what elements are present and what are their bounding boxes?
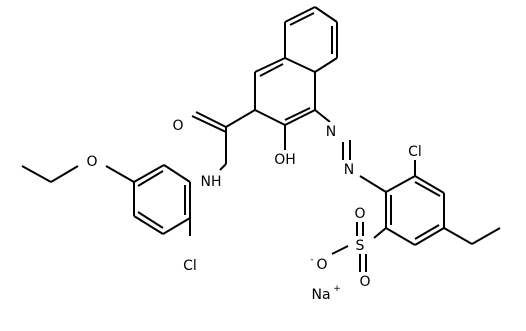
bond [105,165,135,183]
bond [314,109,331,123]
ether-oxygen-label: O [86,154,97,170]
bond [137,211,164,229]
sodium-positive-charge: + [333,284,341,294]
bond [284,6,316,23]
bond [195,111,227,128]
bond [414,227,445,246]
bond [471,227,501,245]
bond [373,227,387,239]
bond [414,175,445,194]
atom-labels: O NH OH N N Cl Cl O S O O O - Na + [84,116,425,303]
bond [191,115,227,133]
bond [385,227,416,246]
sulfonate-oxygen-label: O [316,257,327,273]
azo-nitrogen-1-label: N [326,124,336,140]
sulfonyl-oxygen-bottom-label: O [359,274,370,290]
bond [21,165,52,183]
bond [284,109,316,126]
azo-nitrogen-2-label: N [344,162,354,178]
bond [137,170,164,187]
bond [284,107,311,121]
bond [314,6,338,23]
bonds [21,6,501,272]
sodium-label: Na [311,287,330,303]
bond [414,181,441,197]
bond [50,165,79,183]
chlorine-top-label: Cl [408,144,422,160]
bond [331,245,349,255]
bond [385,175,416,193]
bond [133,215,164,235]
bond [163,164,191,183]
bond [254,57,286,73]
bond [414,224,440,240]
sulfonate-negative-charge: - [310,255,313,265]
hydroxyl-label: OH [274,152,296,168]
bond [225,109,256,128]
bond [133,164,165,183]
carbonyl-oxygen-label: O [172,118,183,134]
amide-nh-label: NH [201,174,222,190]
bond [443,227,473,245]
bond [259,63,284,77]
bond [162,217,191,235]
sulfonyl-oxygen-top-label: O [354,206,365,222]
bond [359,175,387,193]
bond [314,57,338,73]
bond [254,109,286,126]
bond [219,163,227,171]
bond [284,57,316,73]
chlorine-bottom-label: Cl [183,258,197,274]
sulfur-label: S [356,238,365,254]
bond [289,12,315,26]
